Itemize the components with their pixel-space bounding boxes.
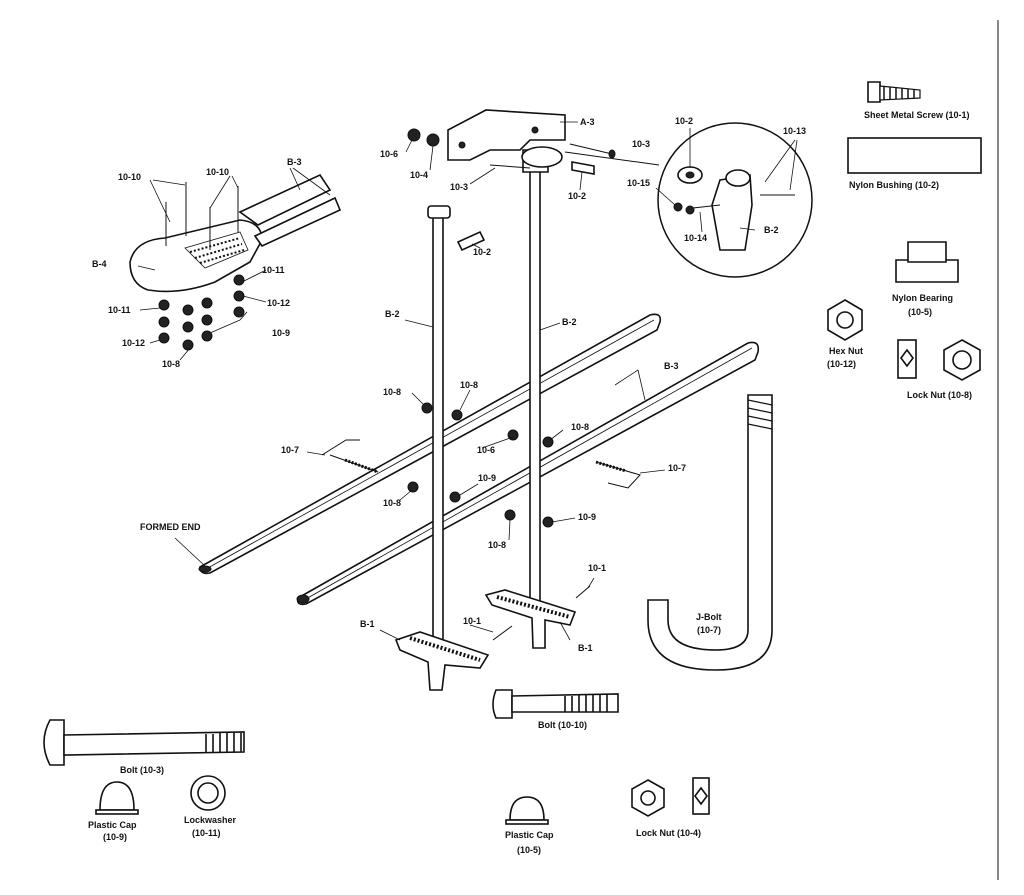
- lock-nut-10-8-illustration: [897, 339, 981, 381]
- sheet-metal-screw-illustration: [867, 81, 921, 103]
- legend-hex-nut-num: (10-12): [827, 359, 856, 369]
- legend-hex-nut: Hex Nut: [829, 346, 863, 356]
- legend-sheet-metal-screw: Sheet Metal Screw (10-1): [864, 110, 970, 120]
- legend-nylon-bushing: Nylon Bushing (10-2): [849, 180, 939, 190]
- label-10-8-a: 10-8: [383, 387, 401, 397]
- runner-left: [198, 313, 662, 575]
- bracket-a3: [447, 109, 566, 168]
- label-10-2-left: 10-2: [473, 247, 491, 257]
- runner-right: [296, 341, 760, 606]
- runner-nuts: [407, 402, 554, 528]
- legend-bolt-10-10: Bolt (10-10): [538, 720, 587, 730]
- label-10-8-e: 10-8: [488, 540, 506, 550]
- label-b4: B-4: [92, 259, 107, 269]
- seat-bolts: [165, 182, 239, 250]
- label-b2-left: B-2: [385, 309, 400, 319]
- bolt-10-3-illustration: [43, 719, 245, 766]
- label-10-12-right: 10-12: [267, 298, 290, 308]
- label-10-9-right: 10-9: [578, 512, 596, 522]
- label-10-7-left: 10-7: [281, 445, 299, 455]
- label-a3: A-3: [580, 117, 595, 127]
- label-10-1-right: 10-1: [588, 563, 606, 573]
- label-10-14: 10-14: [684, 233, 707, 243]
- label-10-7-right: 10-7: [668, 463, 686, 473]
- label-10-4: 10-4: [410, 170, 428, 180]
- bracket-nuts: [407, 128, 440, 147]
- legend-plastic-cap-a-num: (10-9): [103, 832, 127, 842]
- label-10-2-center: 10-2: [568, 191, 586, 201]
- leader-lines: [137, 121, 798, 641]
- label-10-6-top: 10-6: [380, 149, 398, 159]
- plastic-cap-a-illustration: [95, 781, 139, 815]
- legend-j-bolt-num: (10-7): [697, 625, 721, 635]
- label-10-10-b: 10-10: [206, 167, 229, 177]
- label-10-12-left: 10-12: [122, 338, 145, 348]
- legend-plastic-cap-b-num: (10-5): [517, 845, 541, 855]
- base-b1-left: [394, 631, 490, 691]
- label-10-11-right: 10-11: [262, 265, 285, 275]
- legend-j-bolt: J-Bolt: [696, 612, 722, 622]
- legend-lockwasher-num: (10-11): [192, 828, 221, 838]
- label-10-3-right: 10-3: [632, 139, 650, 149]
- bushing-10-2-top: [456, 161, 595, 252]
- base-b1-right: [484, 589, 577, 649]
- seat-b4: [129, 173, 342, 293]
- label-formed-end: FORMED END: [140, 522, 201, 532]
- label-10-6-mid: 10-6: [477, 445, 495, 455]
- legend-lockwasher: Lockwasher: [184, 815, 237, 825]
- jbolt-runner-right: [595, 460, 641, 489]
- jbolt-runner-left: [321, 439, 379, 474]
- legend-bolt-10-3: Bolt (10-3): [120, 765, 164, 775]
- label-b2-right: B-2: [562, 317, 577, 327]
- lockwasher-illustration: [190, 775, 226, 811]
- legend-nylon-bearing: Nylon Bearing: [892, 293, 953, 303]
- lock-nut-10-4-illustration: [631, 777, 710, 817]
- label-10-8-b: 10-8: [460, 380, 478, 390]
- legend-plastic-cap-a: Plastic Cap: [88, 820, 137, 830]
- label-10-8-c: 10-8: [571, 422, 589, 432]
- label-10-10-a: 10-10: [118, 172, 141, 182]
- label-10-9-seat: 10-9: [272, 328, 290, 338]
- legend-plastic-cap-b: Plastic Cap: [505, 830, 554, 840]
- label-10-1-left: 10-1: [463, 616, 481, 626]
- label-10-15: 10-15: [627, 178, 650, 188]
- label-10-8-seat: 10-8: [162, 359, 180, 369]
- j-bolt-illustration: [647, 394, 773, 671]
- label-10-3-top: 10-3: [450, 182, 468, 192]
- detail-circle: [564, 122, 813, 278]
- label-b3-runner: B-3: [664, 361, 679, 371]
- label-10-11-left: 10-11: [108, 305, 131, 315]
- seat-hardware: [158, 274, 245, 351]
- label-b1-left: B-1: [360, 619, 375, 629]
- label-10-9-mid: 10-9: [478, 473, 496, 483]
- nylon-bearing-illustration: [895, 241, 959, 283]
- bolt-10-10-illustration: [492, 689, 619, 719]
- bolt-10-3-top: [489, 143, 616, 169]
- label-10-2-detail: 10-2: [675, 116, 693, 126]
- hex-nut-illustration: [827, 299, 863, 341]
- label-10-13: 10-13: [783, 126, 806, 136]
- label-b1-right: B-1: [578, 643, 593, 653]
- legend-lock-nut-10-4: Lock Nut (10-4): [636, 828, 701, 838]
- plastic-cap-b-illustration: [505, 796, 549, 825]
- nylon-bushing-illustration: [847, 137, 982, 174]
- label-b2-detail: B-2: [764, 225, 779, 235]
- label-10-8-d: 10-8: [383, 498, 401, 508]
- legend-lock-nut-10-8: Lock Nut (10-8): [907, 390, 972, 400]
- label-b3-seat: B-3: [287, 157, 302, 167]
- legend-nylon-bearing-num: (10-5): [908, 307, 932, 317]
